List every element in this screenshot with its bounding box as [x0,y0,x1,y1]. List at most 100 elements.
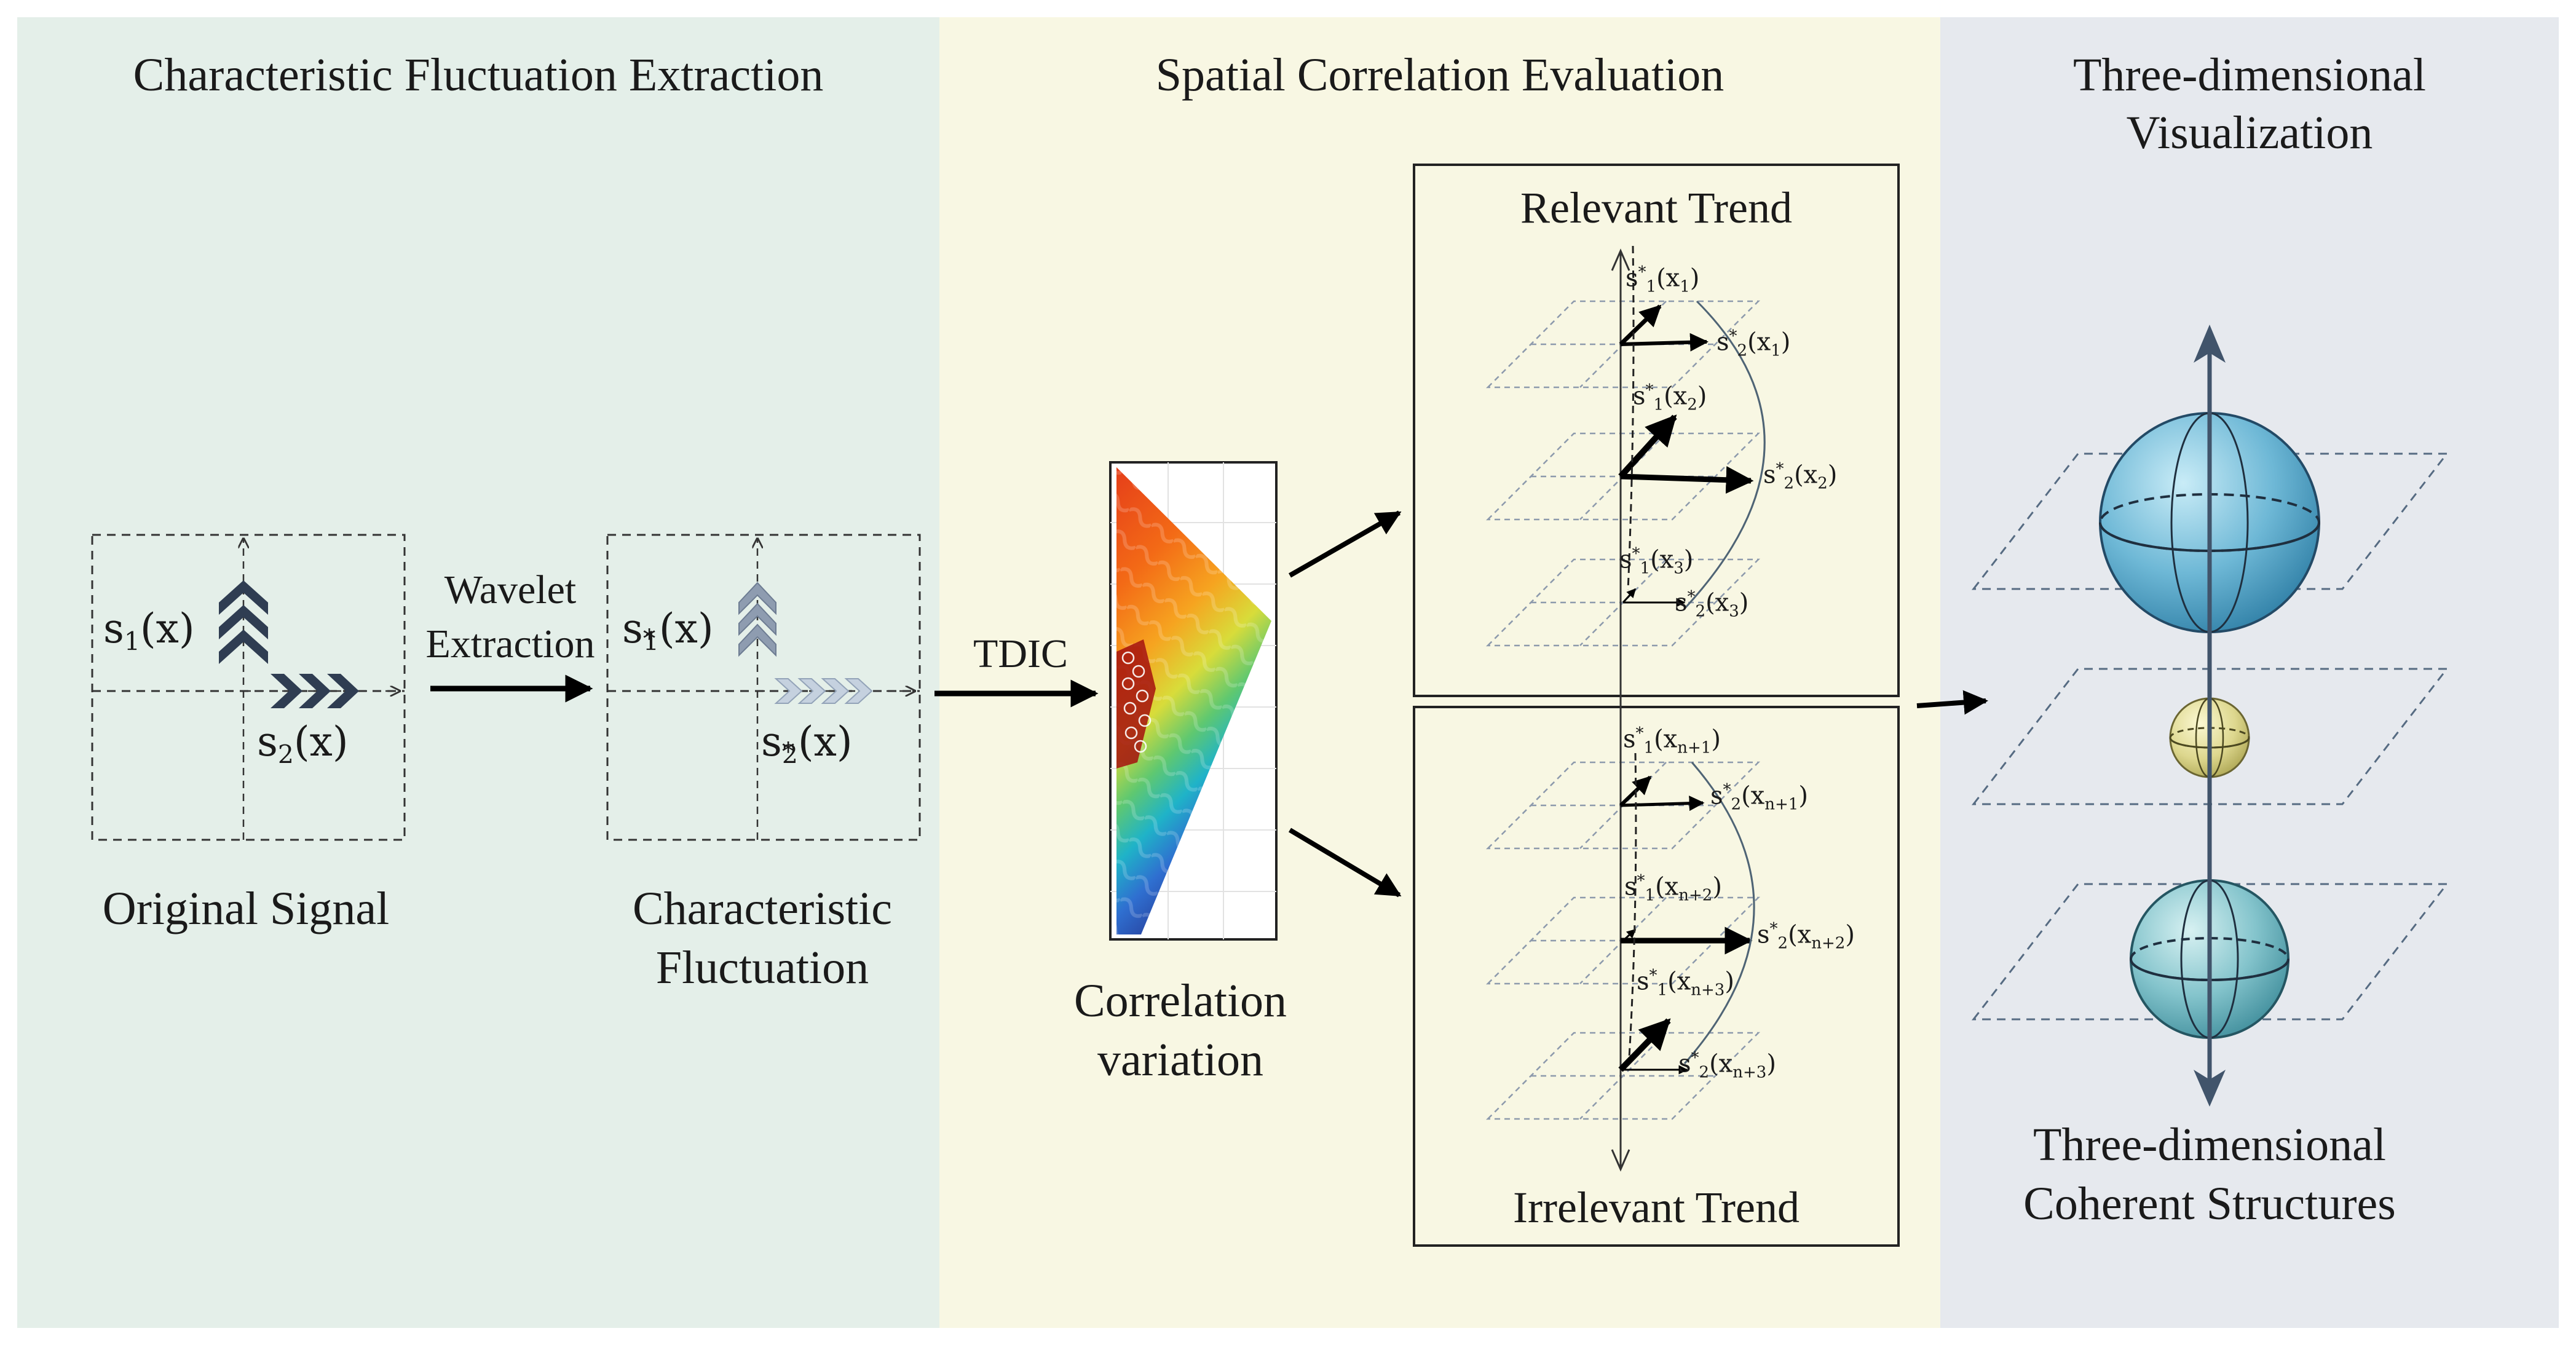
relevant-trend-box [1413,164,1900,697]
il0-sup: * [1635,724,1644,743]
chevron-up-light-icon [738,582,776,657]
panel-title-visualization-line2: Visualization [2126,107,2373,159]
correlation-heatmap [1109,461,1278,941]
il4-sup: * [1649,966,1657,985]
il5-sub: 2 [1699,1063,1710,1082]
rl4-sup: * [1632,545,1640,563]
relevant-label-s2-x3: s*2(x3) [1675,588,1748,620]
il1-sup: * [1723,781,1731,799]
label-s1-x: s1(x) [103,605,195,656]
panel-fluctuation-extraction: Characteristic Fluctuation Extraction [17,17,939,1328]
coherent-structures-label-line2: Coherent Structures [2023,1178,2396,1230]
relevant-label-s1-x2: s*1(x2) [1633,381,1707,414]
il5-s: s [1678,1049,1691,1078]
rl2-close: ) [1697,382,1707,411]
il4-sub: 1 [1657,981,1668,1000]
tdic-label: TDIC [973,631,1068,676]
s2-arg: (x) [293,718,349,765]
rl0-arg: (x [1656,264,1680,293]
irrelevant-label-s2-xn3: s*2(xn+3) [1678,1049,1776,1081]
rl3-argsub: 2 [1817,474,1828,493]
original-signal-label: Original Signal [102,883,390,934]
il2-s: s [1624,872,1637,901]
rl3-sup: * [1776,460,1784,478]
rl4-sub: 1 [1640,559,1651,578]
il4-arg: (x [1667,967,1691,996]
rl0-s: s [1626,264,1638,293]
rl0-close: ) [1689,264,1700,293]
s1-symbol: s [103,605,124,652]
s2s-sub: 2 [781,740,798,770]
characteristic-fluctuation-label-line1: Characteristic [632,883,892,934]
rl1-sup: * [1729,327,1737,346]
il5-close: ) [1766,1049,1776,1078]
il3-close: ) [1845,920,1855,949]
correlation-variation-label-line1: Correlation [1073,975,1287,1027]
trend-axis-top-arrow-icon [1611,248,1630,271]
il5-argsub: n+3 [1732,1063,1767,1082]
irrelevant-label-s1-xn1: s*1(xn+1) [1623,724,1721,757]
rl3-arg: (x [1794,460,1818,489]
rl5-arg: (x [1705,588,1729,617]
rl5-sub: 2 [1695,602,1706,621]
irrelevant-label-s1-xn3: s*1(xn+3) [1637,966,1734,999]
il5-arg: (x [1709,1049,1733,1078]
relevant-label-s1-x3: s*1(x3) [1619,545,1693,577]
wavelet-label-line1: Wavelet [444,567,577,612]
relevant-label-s2-x2: s*2(x2) [1763,460,1837,492]
panel-correlation-evaluation: Spatial Correlation Evaluation [939,17,1940,1328]
visualization-axis-up-arrow-icon [2194,325,2226,363]
irrelevant-trend-vectors [1618,753,1755,1075]
rl1-arg: (x [1747,328,1771,357]
il0-argsub: n+1 [1677,738,1712,757]
irrelevant-trend-box [1413,706,1900,1247]
coherent-structures-label-line1: Three-dimensional [2033,1119,2386,1171]
rl0-argsub: 1 [1680,277,1690,296]
il2-sup: * [1637,872,1645,890]
s2s-symbol: s [761,718,782,765]
wavelet-label-line2: Extraction [425,622,595,666]
correlation-variation-label-line2: variation [1097,1034,1264,1086]
s1s-symbol: s [622,605,643,652]
characteristic-fluctuation-box [606,534,921,841]
il1-argsub: n+1 [1764,795,1799,814]
il4-argsub: n+3 [1691,981,1725,1000]
label-s1-star-x: s*1(x) [622,605,714,656]
relevant-trend-vectors [1618,245,1766,610]
rl0-sup: * [1638,263,1646,282]
il3-sup: * [1769,920,1778,938]
il0-close: ) [1711,725,1721,754]
label-s2-star-x: s*2(x) [761,718,853,769]
relevant-label-s1-x1: s*1(x1) [1626,263,1699,296]
arrow-to-relevant-trend [1289,510,1402,578]
il4-close: ) [1725,967,1734,996]
rl0-sub: 1 [1646,277,1657,296]
panel-title-visualization-line1: Three-dimensional [2072,49,2426,101]
original-signal-box [91,534,406,841]
relevant-label-s2-x1: s*2(x1) [1717,327,1790,360]
il0-sub: 1 [1643,738,1654,757]
il1-sub: 2 [1731,795,1742,814]
panel-title-evaluation: Spatial Correlation Evaluation [1155,49,1725,101]
il3-sub: 2 [1777,934,1788,953]
il3-arg: (x [1788,920,1812,949]
arrow-to-irrelevant-trend [1288,828,1402,898]
rl5-close: ) [1739,588,1749,617]
irrelevant-label-s2-xn1: s*2(xn+1) [1710,781,1808,813]
il2-argsub: n+2 [1678,886,1713,905]
rl3-close: ) [1827,460,1838,489]
il1-s: s [1710,781,1723,810]
rl1-sub: 2 [1737,341,1748,360]
label-s2-x: s2(x) [257,718,349,769]
rl2-arg: (x [1664,382,1688,411]
s2-sub: 2 [277,740,294,770]
il4-s: s [1637,967,1650,996]
chevron-right-light-icon [774,678,873,704]
rl4-arg: (x [1650,545,1674,574]
rl4-s: s [1619,545,1632,574]
characteristic-fluctuation-label-line2: Fluctuation [655,942,869,993]
rl2-s: s [1633,382,1646,411]
rl3-s: s [1763,460,1776,489]
chevron-up-dark-icon [219,580,268,664]
